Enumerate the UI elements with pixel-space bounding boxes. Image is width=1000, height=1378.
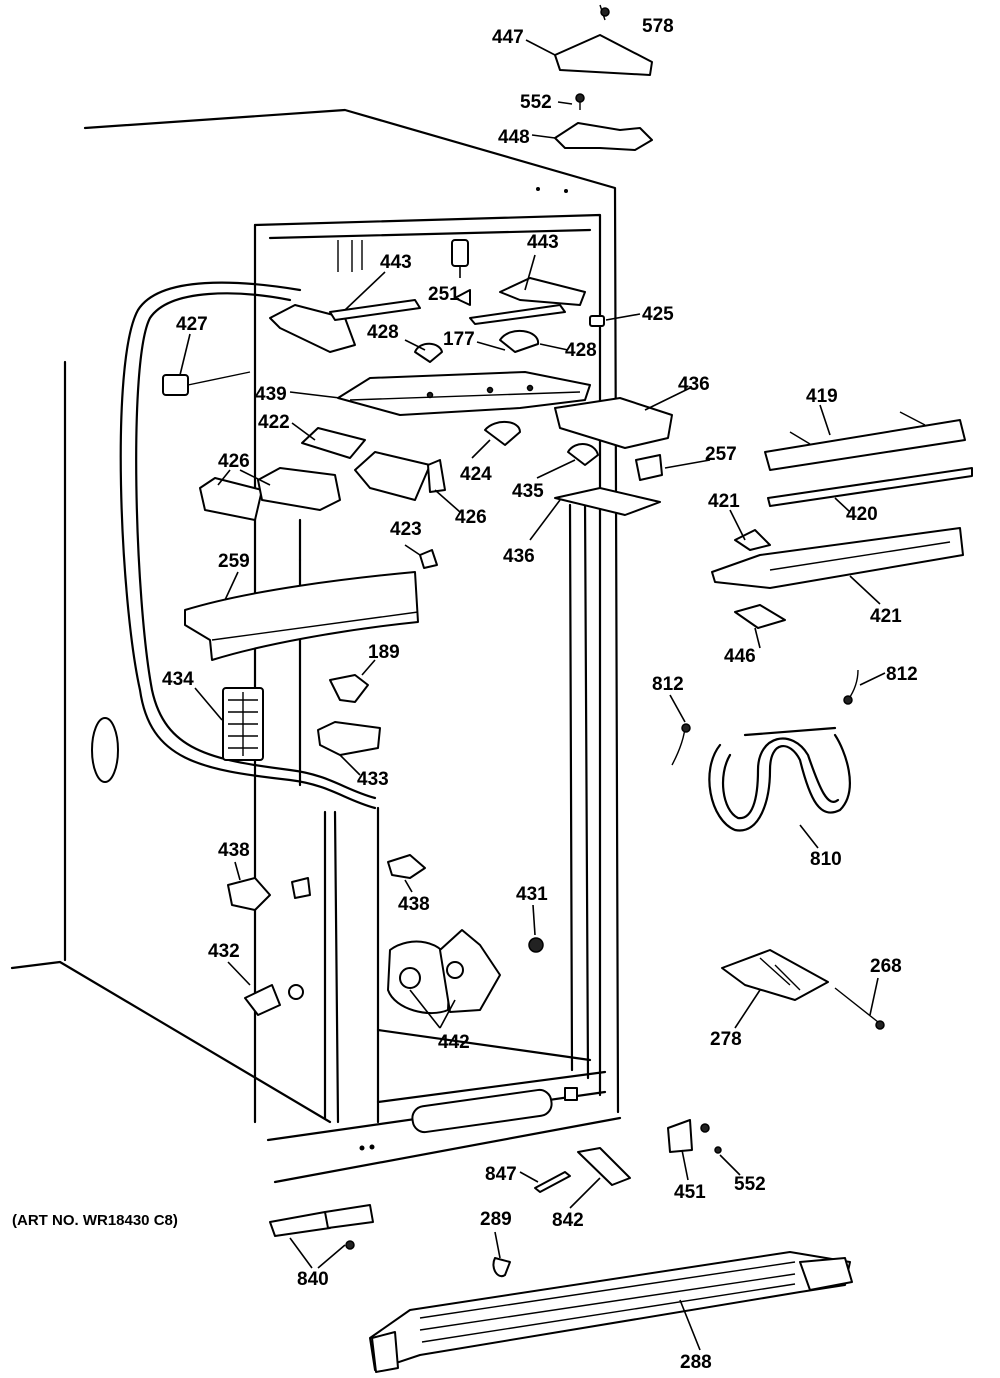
label-428: 428 bbox=[367, 322, 399, 343]
label-442: 442 bbox=[438, 1032, 470, 1053]
label-251: 251 bbox=[428, 284, 460, 305]
label-423: 423 bbox=[390, 519, 422, 540]
fan-motor bbox=[387, 929, 544, 1015]
control-housing bbox=[554, 397, 673, 516]
defrost-heater bbox=[671, 669, 859, 832]
label-268: 268 bbox=[870, 956, 902, 977]
label-552: 552 bbox=[734, 1174, 766, 1195]
shelf-rails bbox=[711, 411, 973, 629]
label-177: 177 bbox=[443, 329, 475, 350]
label-443: 443 bbox=[380, 252, 412, 273]
label-842: 842 bbox=[552, 1210, 584, 1231]
left-mid-parts bbox=[162, 371, 521, 521]
label-438: 438 bbox=[398, 894, 430, 915]
part-259-cover bbox=[184, 549, 438, 661]
leader-lines bbox=[179, 39, 886, 1351]
label-421: 421 bbox=[870, 606, 902, 627]
label-428: 428 bbox=[565, 340, 597, 361]
label-812: 812 bbox=[652, 674, 684, 695]
label-552: 552 bbox=[520, 92, 552, 113]
label-847: 847 bbox=[485, 1164, 517, 1185]
label-420: 420 bbox=[846, 504, 878, 525]
label-451: 451 bbox=[674, 1182, 706, 1203]
bottom-parts bbox=[269, 1119, 722, 1278]
drain-tube bbox=[119, 281, 377, 810]
label-432: 432 bbox=[208, 941, 240, 962]
label-257: 257 bbox=[705, 444, 737, 465]
label-259: 259 bbox=[218, 551, 250, 572]
label-436: 436 bbox=[678, 374, 710, 395]
label-433: 433 bbox=[357, 769, 389, 790]
label-436: 436 bbox=[503, 546, 535, 567]
upper-assembly bbox=[269, 239, 605, 416]
label-431: 431 bbox=[516, 884, 548, 905]
label-426: 426 bbox=[455, 507, 487, 528]
label-426: 426 bbox=[218, 451, 250, 472]
label-419: 419 bbox=[806, 386, 838, 407]
label-810: 810 bbox=[810, 849, 842, 870]
label-421: 421 bbox=[708, 491, 740, 512]
label-422: 422 bbox=[258, 412, 290, 433]
part-448-bracket bbox=[554, 93, 653, 151]
label-447: 447 bbox=[492, 27, 524, 48]
part-278-housing bbox=[721, 949, 885, 1030]
label-427: 427 bbox=[176, 314, 208, 335]
cabinet-outline bbox=[10, 108, 622, 1184]
label-439: 439 bbox=[255, 384, 287, 405]
part-288-grille bbox=[369, 1251, 853, 1373]
label-424: 424 bbox=[460, 464, 492, 485]
part-447-cover bbox=[554, 4, 653, 76]
label-434: 434 bbox=[162, 669, 194, 690]
label-443: 443 bbox=[527, 232, 559, 253]
label-288: 288 bbox=[680, 1352, 712, 1373]
label-448: 448 bbox=[498, 127, 530, 148]
left-lower-parts bbox=[222, 674, 426, 1016]
label-438: 438 bbox=[218, 840, 250, 861]
label-425: 425 bbox=[642, 304, 674, 325]
label-435: 435 bbox=[512, 481, 544, 502]
art-number-note: (ART NO. WR18430 C8) bbox=[12, 1212, 178, 1229]
callout-labels: 578 447 552 448 443 251 443 425 427 428 … bbox=[12, 16, 918, 1373]
label-446: 446 bbox=[724, 646, 756, 667]
label-812: 812 bbox=[886, 664, 918, 685]
label-289: 289 bbox=[480, 1209, 512, 1230]
label-840: 840 bbox=[297, 1269, 329, 1290]
label-578: 578 bbox=[642, 16, 674, 37]
label-189: 189 bbox=[368, 642, 400, 663]
label-278: 278 bbox=[710, 1029, 742, 1050]
